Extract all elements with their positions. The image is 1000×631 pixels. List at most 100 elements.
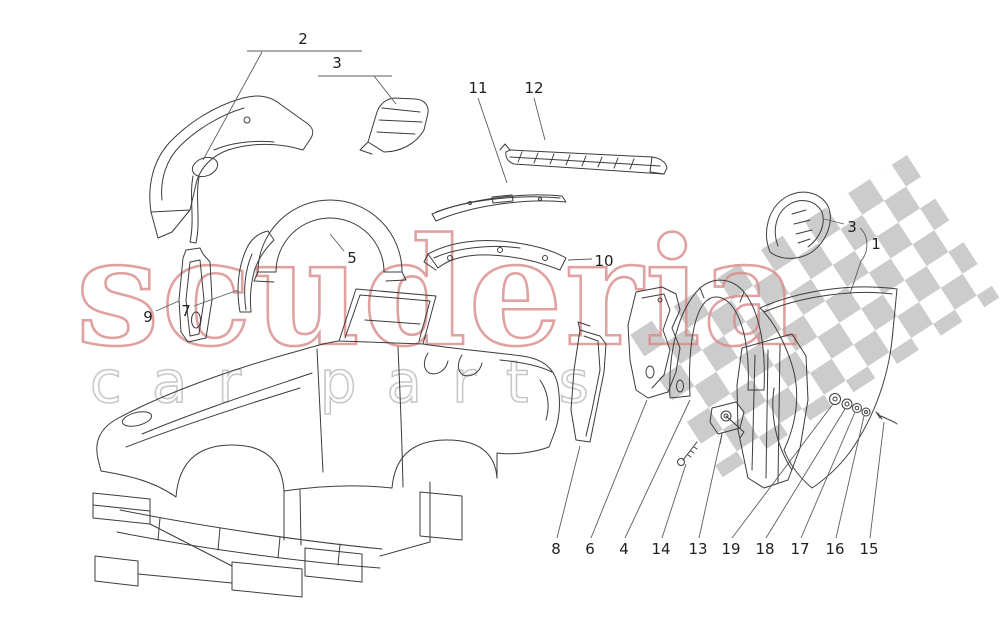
fastener-set (829, 393, 898, 425)
panel-hole (191, 156, 219, 178)
bracket-inner (244, 253, 253, 311)
part-2-quarter-inner-panel (149, 95, 314, 244)
strip-midline (509, 156, 661, 167)
checkered-flag-band (630, 154, 1000, 478)
part-label-19: 19 (721, 540, 741, 558)
deck-line (499, 359, 553, 373)
bracket-tab (359, 141, 373, 155)
bracket-inner (774, 200, 824, 248)
strip-hatch (517, 151, 635, 170)
part-label-3-right: 3 (847, 218, 857, 236)
leader-16 (835, 415, 865, 539)
part-label-17: 17 (790, 540, 810, 558)
leader-3b (823, 218, 845, 225)
hood-outline (96, 340, 340, 460)
leader-2 (202, 51, 263, 161)
leader-1 (849, 260, 862, 295)
seat-right (457, 354, 483, 377)
part-label-10: 10 (594, 252, 614, 270)
part-10-crossmember (423, 240, 567, 271)
hood-crease-2 (125, 387, 301, 448)
door-line-rear (397, 346, 404, 488)
part-label-5: 5 (347, 249, 357, 267)
part-5-wheel-arch-inner (253, 199, 407, 283)
washer-17-inner (854, 405, 860, 411)
part-1-rear-quarter-panel (736, 286, 898, 489)
part-7-pillar-bracket (237, 230, 275, 313)
latch-lever (725, 415, 745, 439)
part-label-4: 4 (619, 540, 629, 558)
front-section-outline (736, 333, 809, 489)
leader-12 (533, 97, 546, 141)
latch-ring-outer (720, 410, 732, 422)
brace-1 (859, 227, 868, 262)
panel-flange (150, 209, 191, 239)
chassis-braces (137, 523, 233, 584)
rail-hole-left (468, 201, 472, 205)
part-8-b-pillar-panel (570, 321, 607, 443)
part-label-14: 14 (651, 540, 671, 558)
leader-19 (731, 403, 834, 539)
leader-8 (556, 445, 581, 539)
leader-4 (624, 399, 691, 539)
part-label-7: 7 (181, 302, 191, 320)
bracket-outline (237, 230, 275, 313)
nut-16-outer (861, 407, 871, 417)
part-label-8: 8 (551, 540, 561, 558)
nut-16-inner (864, 410, 868, 414)
part-6-inner-quarter-panel (627, 286, 681, 399)
sill-and-wheel-arches (97, 439, 498, 498)
crossmember-flange (433, 246, 521, 259)
part-9-pillar-strip (178, 247, 213, 343)
arch-outer (257, 199, 403, 273)
panel-inner-contour (161, 107, 245, 201)
part-12-sill-strip (499, 143, 668, 175)
chassis-rail-lower (116, 531, 381, 569)
rear-subframe (379, 481, 463, 557)
pillar-outline (570, 329, 607, 443)
leader-10 (567, 258, 593, 261)
leader-15 (869, 421, 885, 539)
checkered-flag (630, 154, 1000, 478)
part-label-3-left: 3 (332, 54, 342, 72)
washer-17-outer (852, 403, 862, 413)
panel-hole (657, 297, 663, 303)
car-body-drawing (92, 288, 560, 598)
part-3-bracket-left (359, 97, 429, 155)
part-13-latch-bracket (709, 401, 745, 445)
washer-18-inner (844, 401, 850, 407)
part-label-11: 11 (468, 79, 488, 97)
part-label-6: 6 (585, 540, 595, 558)
bolt-shaft (682, 441, 698, 461)
watermark-subtitle: car parts (90, 348, 619, 416)
crossmember-outline (427, 240, 567, 271)
arch-flange-hole (676, 379, 684, 393)
screw-15 (875, 411, 898, 425)
leader-17 (800, 411, 856, 539)
leader-11 (477, 97, 508, 184)
strip-inner (185, 259, 205, 337)
bracket-outline (367, 97, 429, 153)
bolt-threads (687, 446, 698, 458)
panel-inner (641, 293, 671, 389)
bolt-head (677, 458, 685, 466)
leader-3a (373, 75, 397, 105)
cockpit-deck-outline (422, 343, 560, 479)
chassis-front-box (92, 492, 151, 525)
fender-wheel-lip (772, 387, 793, 471)
part-label-9: 9 (143, 308, 153, 326)
part-3-bracket-right (766, 191, 831, 259)
part-14-bolt (677, 441, 698, 466)
part-label-18: 18 (755, 540, 775, 558)
windshield-frame (338, 288, 437, 345)
panel-slot (645, 365, 655, 379)
fender-top-edge (763, 291, 893, 313)
panel-outline (627, 286, 681, 399)
chassis-box-right (304, 547, 363, 583)
rail-center-detail (491, 194, 514, 204)
seat-left (423, 352, 449, 375)
part-11-header-rail (431, 194, 567, 222)
rail-inner-edge (435, 196, 561, 213)
part-label-1: 1 (871, 235, 881, 253)
